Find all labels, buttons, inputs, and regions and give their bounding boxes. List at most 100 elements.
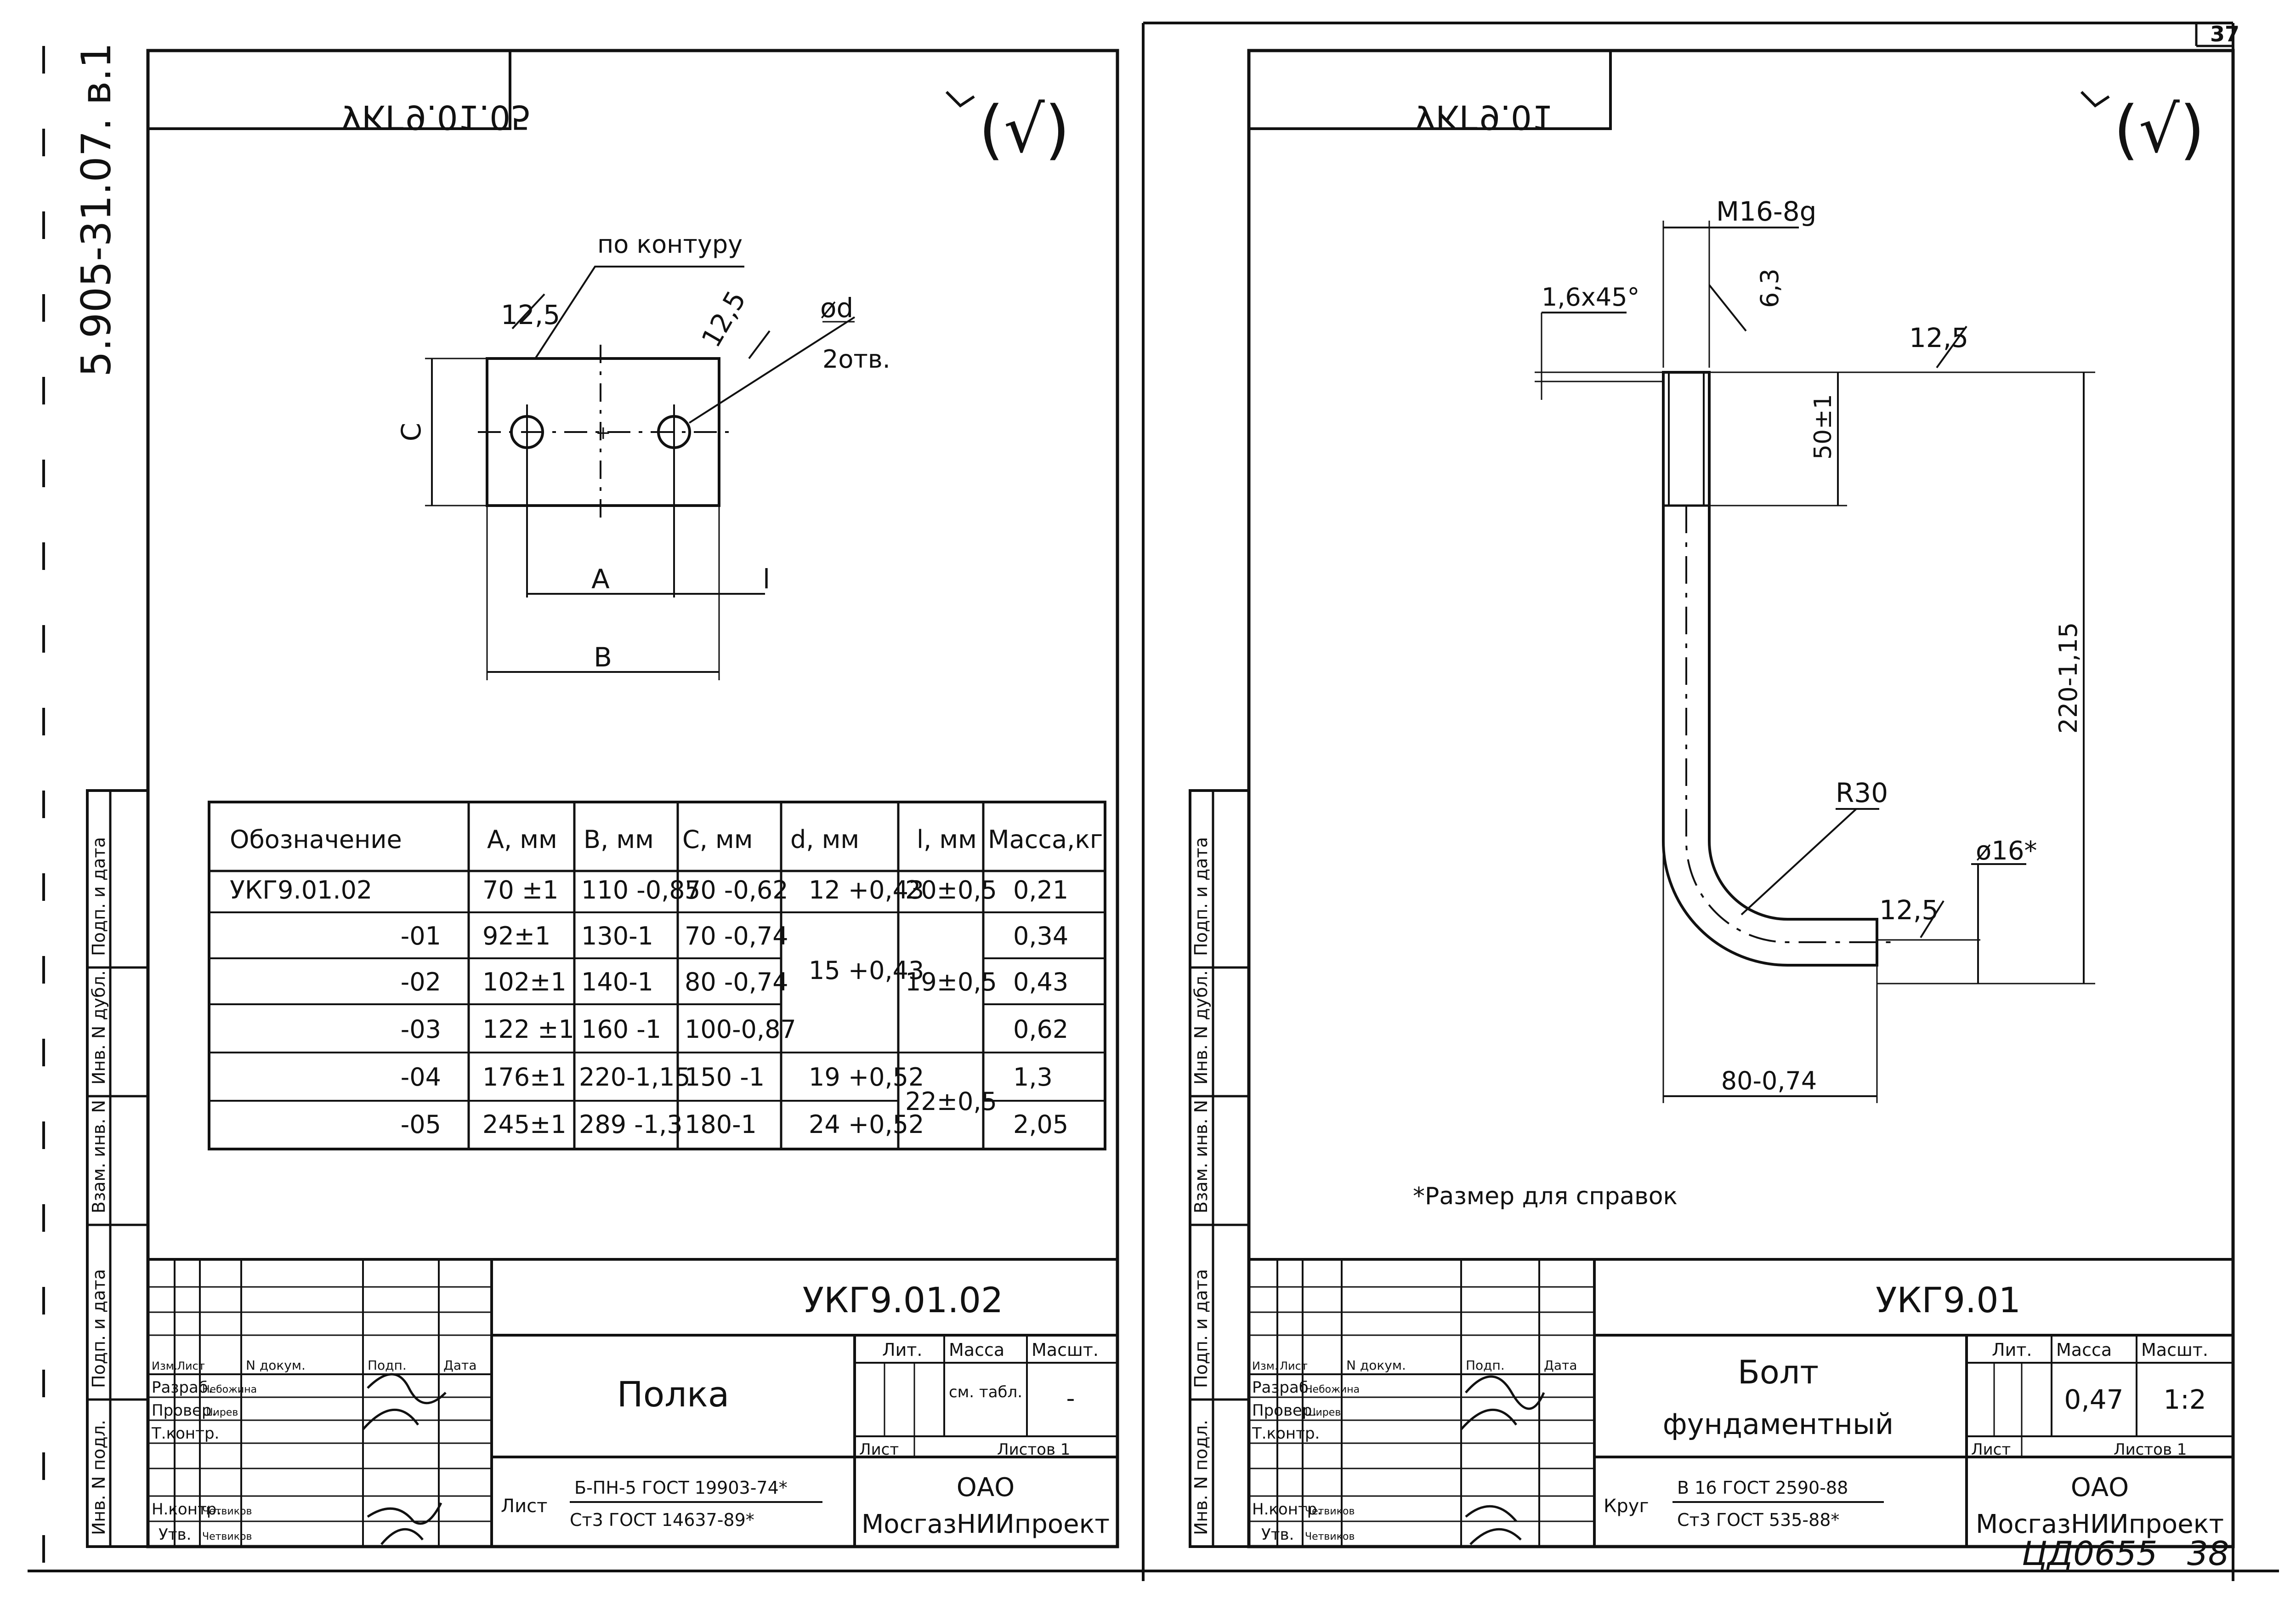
right-col-doc: N докум.	[1346, 1358, 1406, 1373]
label-radius: R30	[1836, 777, 1888, 808]
right-scale-value: 1:2	[2163, 1384, 2206, 1415]
right-col-sign: Подп.	[1466, 1358, 1505, 1373]
right-sheet-label: Лист	[1971, 1440, 2011, 1459]
left-signature	[362, 1373, 447, 1545]
cell-5-2: 289 -1,3	[579, 1110, 683, 1139]
r-side-label-4: Подп. и дата	[1191, 1269, 1211, 1388]
variants-table-text: Обозначение A, мм B, мм C, мм d, мм l, м…	[230, 825, 1103, 1139]
left-col-date: Дата	[443, 1358, 477, 1373]
left-person-5: Четвиков	[202, 1531, 252, 1542]
right-sheet: УКГ9.01 (√) Подп. и дата Инв. N дубл. Вз…	[1189, 49, 2235, 1548]
right-org-1: ОАО	[2071, 1473, 2129, 1502]
cell-5-0: -05	[401, 1110, 441, 1139]
left-role-1: Провер.	[152, 1401, 216, 1420]
label-dia: ø16*	[1976, 836, 2037, 866]
cell-3-0: -03	[401, 1015, 441, 1044]
side-label-2: Инв. N дубл.	[89, 970, 109, 1085]
cell-1-2: 130-1	[581, 922, 653, 950]
doc-code: 5.905-31.07. в.1	[73, 43, 120, 377]
cell-3-6: 0,62	[1013, 1015, 1068, 1044]
page-number-bottom: 38	[2187, 1534, 2229, 1573]
right-role-0: Разраб.	[1252, 1378, 1314, 1397]
left-title-block	[148, 1258, 1117, 1547]
bolt-drawing: М16-8g 6,3 1,6х45° 12,5 50±1 220-1,15	[1535, 196, 2095, 1103]
left-col-izm: Изм.	[152, 1360, 177, 1372]
label-rough-1: 12,5	[501, 299, 560, 330]
dim-a: A	[591, 563, 610, 595]
left-title-text: УКГ9.01.02 Полка Изм. Лист N докум. Подп…	[151, 1280, 1110, 1545]
left-material-label: Лист	[501, 1496, 547, 1517]
left-mass-label: Масса	[949, 1340, 1004, 1360]
cell-0-0: УКГ9.01.02	[230, 876, 372, 905]
cell-1-1: 92±1	[482, 922, 550, 950]
r-side-label-2: Инв. N дубл.	[1191, 970, 1211, 1085]
label-rough-125-top: 12,5	[1909, 322, 1968, 353]
right-roughness-mark: (√)	[2114, 92, 2205, 167]
left-mirrored-code: УКГ9.01.05	[341, 98, 532, 137]
right-role-2: Т.контр.	[1252, 1424, 1320, 1443]
label-contour: по контуру	[597, 230, 743, 259]
cell-0-2: 110 -0,87	[581, 876, 701, 905]
right-org-2: МосгазНИИпроект	[1976, 1509, 2224, 1539]
inventory-number: ЦД0655	[2022, 1534, 2157, 1573]
right-mirrored-code: УКГ9.01	[1415, 98, 1553, 137]
r-side-label-3: Взам. инв. N	[1191, 1100, 1211, 1213]
left-col-sign: Подп.	[368, 1358, 407, 1373]
th-l: l, мм	[917, 825, 977, 854]
cell-5-6: 2,05	[1013, 1110, 1068, 1139]
page-number: 37	[2210, 22, 2239, 46]
cell-5-5: 22±0,5	[905, 1087, 997, 1116]
cell-4-1: 176±1	[482, 1063, 567, 1092]
right-part-name-2: фундаментный	[1663, 1407, 1893, 1441]
left-mass-value: см. табл.	[949, 1383, 1022, 1401]
r-side-label-1: Подп. и дата	[1191, 837, 1211, 956]
cell-3-2: 160 -1	[581, 1015, 661, 1044]
cell-5-4: 24 +0,52	[809, 1110, 924, 1139]
left-material-2: Ст3 ГОСТ 14637-89*	[570, 1510, 754, 1530]
left-sheet: УКГ9.01.05 (√) Подп. и дата Инв. N дубл.…	[86, 49, 1119, 1548]
cell-2-1: 102±1	[482, 967, 567, 996]
cell-0-6: 0,21	[1013, 876, 1068, 905]
th-designation: Обозначение	[230, 825, 402, 854]
cell-3-1: 122 ±1	[482, 1015, 574, 1044]
left-role-5: Утв.	[159, 1525, 191, 1544]
footnote: *Размер для справок	[1413, 1183, 1678, 1210]
th-b: B, мм	[584, 825, 654, 854]
cell-2-3: 80 -0,74	[685, 967, 788, 996]
right-person-0: Небожина	[1305, 1384, 1360, 1395]
left-person-0: Небожина	[202, 1384, 257, 1395]
cell-1-0: -01	[401, 922, 441, 950]
cell-4-4: 19 +0,52	[809, 1063, 924, 1092]
cell-2-2: 140-1	[581, 967, 653, 996]
cell-2-4: 15 +0,43	[809, 956, 924, 985]
cell-3-3: 100-0,87	[685, 1015, 796, 1044]
left-role-0: Разраб.	[152, 1378, 213, 1397]
dim-c: C	[396, 423, 427, 442]
right-mass-value: 0,47	[2064, 1384, 2123, 1415]
th-mass: Масса,кг	[988, 825, 1103, 854]
right-person-5: Четвиков	[1305, 1531, 1355, 1542]
cell-0-5: 20±0,5	[905, 876, 997, 905]
cell-0-4: 12 +0,43	[809, 876, 924, 905]
label-dim-80: 80-0,74	[1721, 1066, 1817, 1095]
side-label-5: Инв. N подл.	[89, 1420, 109, 1535]
right-signature	[1460, 1375, 1545, 1545]
cell-4-0: -04	[401, 1063, 441, 1092]
variants-table	[208, 801, 1106, 1150]
left-org-1: ОАО	[957, 1473, 1015, 1502]
left-sheet-label: Лист	[859, 1440, 899, 1459]
right-scale-label: Масшт.	[2141, 1340, 2208, 1360]
right-role-4: Н.контр.	[1252, 1500, 1322, 1519]
left-designation: УКГ9.01.02	[803, 1280, 1003, 1320]
left-scale-label: Масшт.	[1032, 1340, 1099, 1360]
left-person-1: Ширев	[202, 1407, 238, 1418]
right-mass-label: Масса	[2056, 1340, 2112, 1360]
left-lit-label: Лит.	[882, 1340, 923, 1360]
side-label-1: Подп. и дата	[89, 837, 109, 956]
r-side-label-5: Инв. N подл.	[1191, 1420, 1211, 1535]
cell-2-5: 19±0,5	[905, 967, 997, 996]
left-col-doc: N докум.	[246, 1358, 306, 1373]
cell-1-6: 0,34	[1013, 922, 1068, 950]
left-org-2: МосгазНИИпроект	[862, 1509, 1110, 1539]
